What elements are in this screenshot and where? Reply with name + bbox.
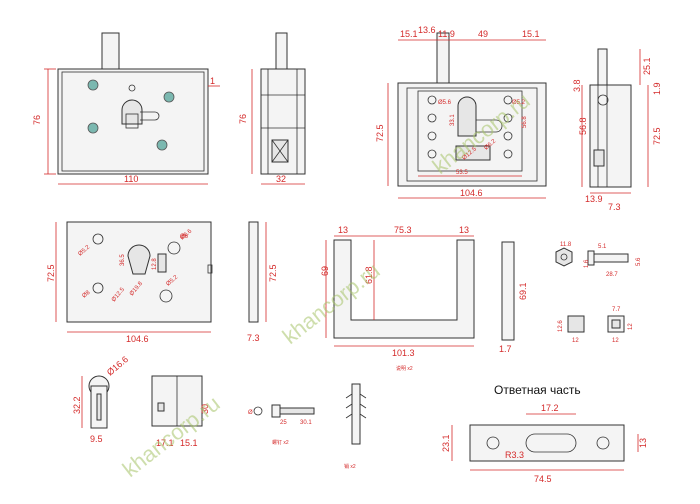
right-side-dimensions: 3.8 25.1 1.9 56.8 72.5 13.9 7.3 <box>572 49 662 212</box>
dim-u-c: 13 <box>459 225 469 235</box>
dim-plate-d3: 12.8 <box>152 258 158 270</box>
screw-view <box>555 247 629 267</box>
dim-cyl2-a: 17.1 <box>156 438 174 448</box>
dim-rs-d: 56.8 <box>578 117 588 135</box>
dim-cyl2-b: 15.1 <box>180 438 198 448</box>
dim-rp-width: 74.5 <box>534 474 552 484</box>
plate-side-view <box>248 221 259 323</box>
dim-plate-side-height: 72.5 <box>268 264 278 282</box>
plate-side-dimensions: 72.5 7.3 <box>247 222 278 343</box>
inner-view-dimensions: 15.1 13.6 11.9 49 15.1 72.5 104.6 53.5 5… <box>375 25 546 199</box>
cylinder-side-dimensions: 30 17.1 15.1 <box>156 404 210 448</box>
dim-u-h1: 69 <box>320 266 330 276</box>
lock-side-view <box>260 32 306 175</box>
reply-part-view <box>469 424 625 462</box>
dim-u-b: 75.3 <box>394 225 412 235</box>
dim-rs-g: 7.3 <box>608 202 621 212</box>
dim-bar-height: 69.1 <box>518 282 528 300</box>
u-bracket-view <box>333 239 475 339</box>
dim-big-d2: Ø5.6 <box>438 100 452 106</box>
note-2: 螺钉 x2 <box>272 439 289 446</box>
dim-cyl-width: 9.5 <box>90 434 103 444</box>
square-parts-view <box>567 315 625 333</box>
dim-top-c: 11.9 <box>438 29 455 39</box>
dim-plate-d2: 36.5 <box>120 254 126 266</box>
lock-front-view <box>57 32 209 175</box>
dim-u-h2: 61.8 <box>364 266 374 284</box>
dim-screw-e: 5.6 <box>636 257 642 266</box>
dim-screw-b: 5.1 <box>598 244 607 250</box>
dim-big-inner-height: 56.8 <box>522 116 528 128</box>
cylinder-front-view <box>88 375 110 429</box>
u-bracket-dimensions: 13 75.3 13 69 61.8 101.3 说明 x2 <box>320 225 474 372</box>
dim-rs-b: 25.1 <box>642 57 652 75</box>
reply-part-dimensions: 17.2 23.1 74.5 R3.3 13 <box>441 403 648 484</box>
dim-u-width: 101.3 <box>392 348 415 358</box>
note-1: 说明 x2 <box>396 365 413 372</box>
dim-sq-d: 12 <box>612 338 619 344</box>
dim-screw-a: 11.8 <box>560 242 572 248</box>
dim-rs-e: 72.5 <box>652 127 662 145</box>
dim-front-height: 76 <box>32 115 42 125</box>
front-dimensions: 76 110 1 <box>32 68 220 185</box>
dim-sq-c: 7.7 <box>612 307 621 313</box>
screw-dimensions: 11.8 5.1 1.6 28.7 5.6 <box>560 242 642 278</box>
dim-rp-radius: R3.3 <box>505 450 524 460</box>
thin-bar-view <box>501 241 515 341</box>
side-dimensions: 76 32 <box>238 69 305 185</box>
dim-side-width: 32 <box>276 174 286 184</box>
bolt-view <box>253 404 315 418</box>
dim-plate-side-width: 7.3 <box>247 333 260 343</box>
dim-bar-width: 1.7 <box>499 344 512 354</box>
dim-rp-height: 23.1 <box>441 434 451 452</box>
dim-cyl2-height: 30 <box>200 404 210 414</box>
dim-cyl-height: 32.2 <box>72 396 82 414</box>
dim-sq-e: 12 <box>628 323 634 330</box>
dim-bolt-a: Ø <box>248 410 253 416</box>
dim-big-d4: Ø5.2 <box>512 100 526 106</box>
lock-inner-view <box>397 32 547 187</box>
cylinder-side-view <box>151 375 203 427</box>
dim-rs-f: 13.9 <box>585 194 603 204</box>
dim-rs-c: 1.9 <box>652 82 662 95</box>
dim-u-a: 13 <box>338 225 348 235</box>
dim-side-height: 76 <box>238 114 248 124</box>
dim-sq-a: 12.6 <box>558 320 564 332</box>
dim-front-offset: 1 <box>210 76 215 86</box>
dim-rs-a: 3.8 <box>572 79 582 92</box>
dim-top-e: 15.1 <box>522 29 540 39</box>
note-3: 销 x2 <box>344 463 356 470</box>
dim-big-d1: 33.1 <box>450 114 456 126</box>
dim-bolt-c: 30.1 <box>300 420 312 426</box>
dim-big-height: 72.5 <box>375 124 385 142</box>
dim-plate-width: 104.6 <box>126 334 149 344</box>
dim-rp-b: 13 <box>638 438 648 448</box>
dim-bolt-b: 25 <box>280 420 287 426</box>
dim-big-inner-width: 53.5 <box>456 170 468 176</box>
dim-plate-height: 72.5 <box>46 264 56 282</box>
dim-cyl-diameter: Ø16.6 <box>105 354 130 377</box>
dim-top-a: 15.1 <box>400 29 418 39</box>
anchor-view: 销 x2 <box>344 383 367 470</box>
bolt-dimensions: Ø 25 30.1 螺钉 x2 <box>248 410 312 446</box>
dim-screw-c: 1.6 <box>584 259 590 268</box>
dim-screw-d: 28.7 <box>606 272 618 278</box>
dim-big-width: 104.6 <box>460 188 483 198</box>
dim-plate-d6: Ø6 <box>180 234 189 240</box>
thin-bar-dimensions: 69.1 1.7 <box>499 282 528 354</box>
dim-rp-a: 17.2 <box>541 403 559 413</box>
dim-sq-b: 12 <box>572 338 579 344</box>
dim-top-d: 49 <box>478 29 488 39</box>
dim-top-b: 13.6 <box>418 25 436 35</box>
square-dimensions: 12.6 12 7.7 12 12 <box>558 307 634 344</box>
dim-front-width: 110 <box>124 174 138 184</box>
lock-right-side-view <box>589 48 632 188</box>
dim-plate-d7: Ø8 <box>81 289 91 299</box>
reply-part-title: Ответная часть <box>494 383 581 397</box>
back-plate-view <box>66 221 213 323</box>
